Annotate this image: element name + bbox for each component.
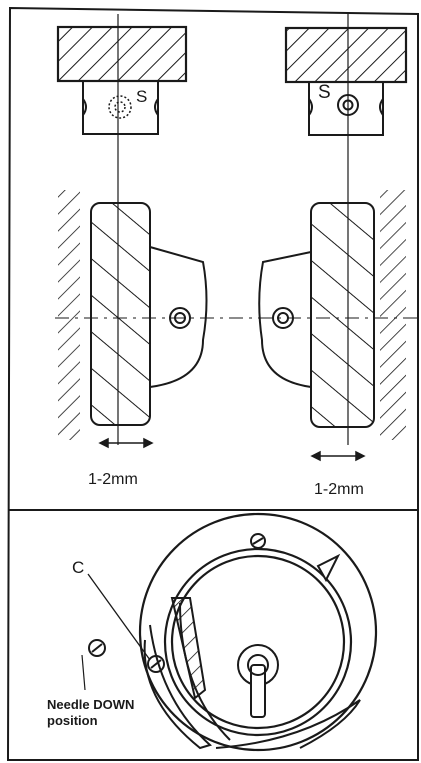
bobbin-center bbox=[237, 644, 279, 718]
set-screw-right bbox=[337, 94, 359, 116]
needle-down-label: Needle DOWN bbox=[47, 697, 134, 712]
hook-body bbox=[138, 512, 378, 752]
bottom-panel: C Needle DOWN position bbox=[47, 512, 378, 752]
needle-position-mark bbox=[88, 639, 106, 657]
machine-wall-left bbox=[58, 190, 80, 440]
needle-clamp-right bbox=[308, 81, 384, 136]
hook-screw-left bbox=[169, 307, 191, 329]
mark-c-label: C bbox=[72, 558, 84, 577]
mark-s-left: S bbox=[136, 87, 147, 106]
dimension-arrow-right bbox=[310, 450, 366, 462]
set-screw-left bbox=[108, 95, 132, 119]
hook-tip-right bbox=[316, 553, 341, 583]
diagram-frame bbox=[6, 6, 419, 761]
leader-line-needle bbox=[81, 654, 86, 691]
machine-wall-right bbox=[380, 190, 406, 440]
screw-c bbox=[147, 655, 165, 673]
mark-s-right: S bbox=[318, 82, 331, 103]
needle-bar-block-left bbox=[56, 25, 188, 83]
dimension-label-right: 1-2mm bbox=[314, 481, 364, 498]
hook-top-screw bbox=[250, 533, 266, 549]
dimension-arrow-left bbox=[98, 437, 154, 449]
needle-bar-block-right bbox=[284, 26, 408, 84]
position-label: position bbox=[47, 713, 98, 728]
leader-line-c bbox=[87, 573, 151, 661]
top-panel: S S 1-2mm 1-2mm bbox=[55, 14, 418, 498]
rotary-hook-right bbox=[258, 202, 375, 428]
hook-gib bbox=[170, 597, 207, 700]
dimension-label-left: 1-2mm bbox=[88, 471, 138, 488]
needle-clamp-left bbox=[82, 80, 159, 135]
rotary-hook-left bbox=[90, 202, 208, 426]
hook-screw-right bbox=[272, 307, 294, 329]
